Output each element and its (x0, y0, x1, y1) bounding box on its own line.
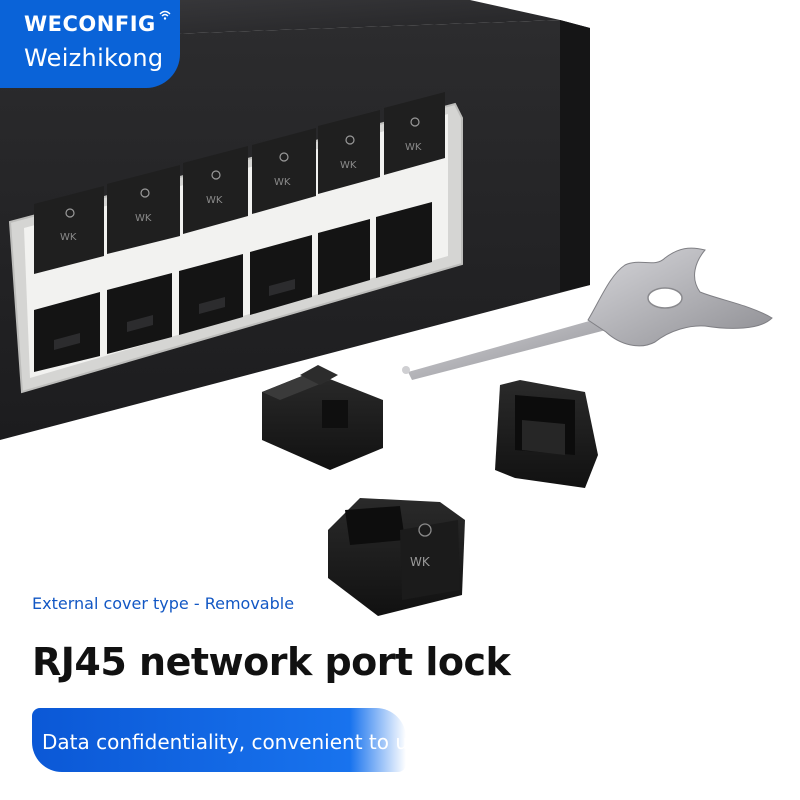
port-cover-marking: WK (274, 177, 291, 188)
brand-name: Weizhikong (24, 44, 164, 72)
unlock-key (402, 247, 773, 380)
tagline-banner: Data confidentiality, convenient to use (32, 708, 406, 772)
port-lock-piece (262, 365, 383, 470)
product-title: RJ45 network port lock (32, 640, 511, 684)
port-lock-piece: WK (328, 498, 465, 616)
brand-logo-text: WECONFIG (24, 12, 156, 36)
port-cover-marking: WK (60, 232, 77, 243)
brand-logo: WECONFIG (24, 10, 180, 36)
wifi-icon (159, 10, 171, 20)
product-subtitle: External cover type - Removable (32, 594, 295, 613)
port-cover-marking: WK (405, 142, 422, 153)
port-lock-piece (495, 380, 598, 488)
product-tagline: Data confidentiality, convenient to use (42, 730, 406, 754)
brand-badge: WECONFIG Weizhikong (0, 0, 180, 88)
locked-port-row: WK WK WK WK WK WK (34, 92, 445, 274)
port-cover-marking: WK (206, 195, 223, 206)
open-port-row (34, 202, 432, 372)
port-cover-marking: WK (135, 213, 152, 224)
port-cover-marking: WK (340, 160, 357, 171)
lock-marking: WK (410, 555, 431, 569)
